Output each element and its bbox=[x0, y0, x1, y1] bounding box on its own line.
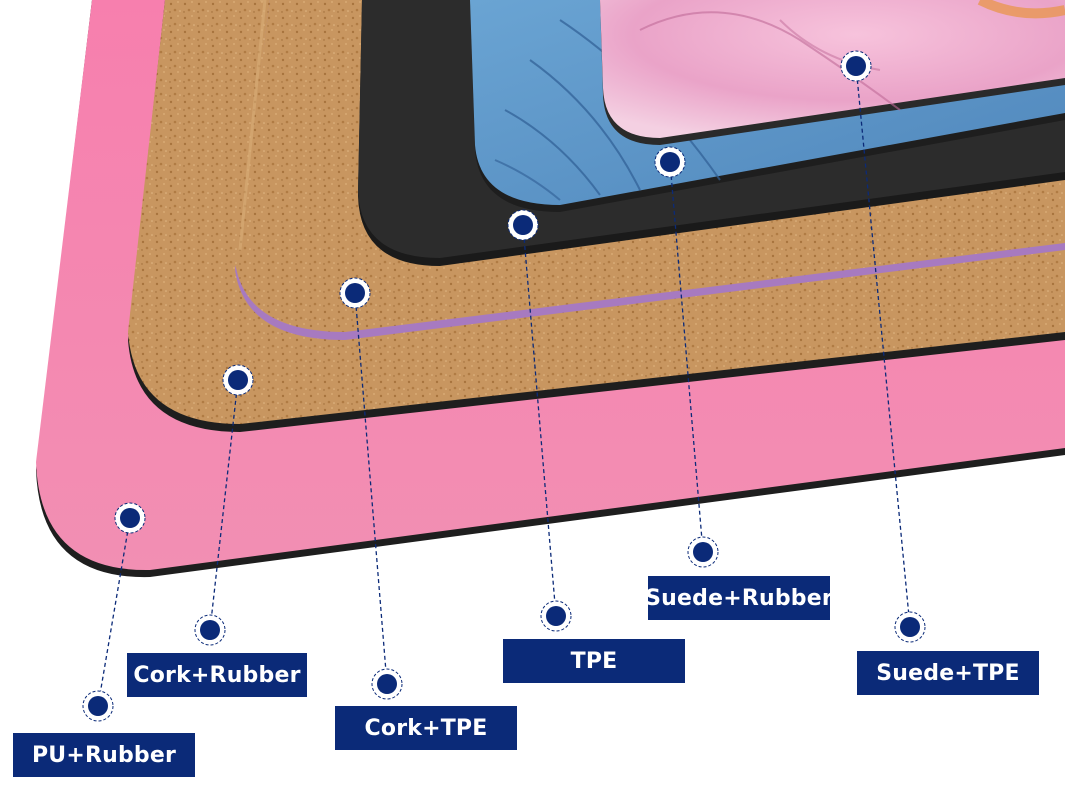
leader-lines bbox=[97, 65, 911, 707]
marker-suede-rubber-top bbox=[654, 146, 686, 178]
label-pu-rubber: PU+Rubber bbox=[13, 733, 195, 777]
marker-cork-rubber-top bbox=[222, 364, 254, 396]
label-cork-tpe: Cork+TPE bbox=[335, 706, 517, 750]
marker-cork-rubber-bottom bbox=[194, 614, 226, 646]
marker-cork-tpe-top bbox=[339, 277, 371, 309]
label-tpe: TPE bbox=[503, 639, 685, 683]
label-cork-rubber: Cork+Rubber bbox=[127, 653, 307, 697]
layer-suede-tpe bbox=[600, 0, 1065, 145]
marker-pu-rubber-bottom bbox=[82, 690, 114, 722]
marker-suede-rubber-bottom bbox=[687, 536, 719, 568]
marker-pu-rubber-top bbox=[114, 502, 146, 534]
marker-suede-tpe-bottom bbox=[894, 611, 926, 643]
marker-cork-tpe-bottom bbox=[371, 668, 403, 700]
marker-tpe-bottom bbox=[540, 600, 572, 632]
marker-tpe-top bbox=[507, 209, 539, 241]
label-suede-rubber: Suede+Rubber bbox=[645, 576, 833, 620]
label-suede-tpe: Suede+TPE bbox=[857, 651, 1039, 695]
marker-suede-tpe-top bbox=[840, 50, 872, 82]
